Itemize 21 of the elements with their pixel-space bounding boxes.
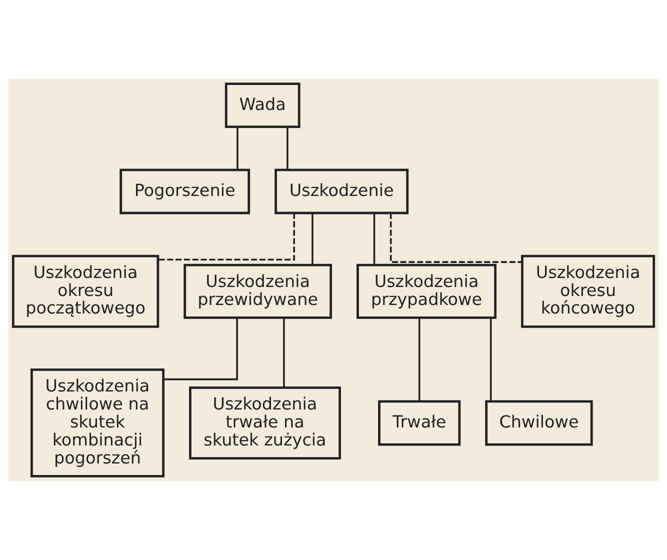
node-box: Uszkodzenia chwilowe na skutek kombinacji pogorszeń <box>30 368 164 478</box>
node-box: Uszkodzenia przewidywane <box>184 264 332 319</box>
connector <box>373 213 376 265</box>
connector <box>283 318 285 388</box>
connector <box>490 318 492 402</box>
node-box: Uszkodzenie <box>274 168 409 214</box>
node-box: Trwałe <box>378 400 461 446</box>
node-box: Uszkodzenia trwałe na skutek zużycia <box>189 386 341 460</box>
node-box: Wada <box>224 82 300 128</box>
connector <box>164 318 238 380</box>
node-box: Uszkodzenia przypadkowe <box>356 264 497 319</box>
connector <box>418 318 420 402</box>
node-box: Uszkodzenia okresu początkowego <box>12 254 160 328</box>
node-box: Pogorszenie <box>120 168 250 214</box>
connector <box>236 127 238 170</box>
connector <box>286 127 288 170</box>
node-box: Uszkodzenia okresu końcowego <box>521 254 656 328</box>
node-box: Chwilowe <box>485 400 593 446</box>
connector <box>390 213 522 263</box>
connector <box>312 213 314 265</box>
connector <box>158 213 296 261</box>
